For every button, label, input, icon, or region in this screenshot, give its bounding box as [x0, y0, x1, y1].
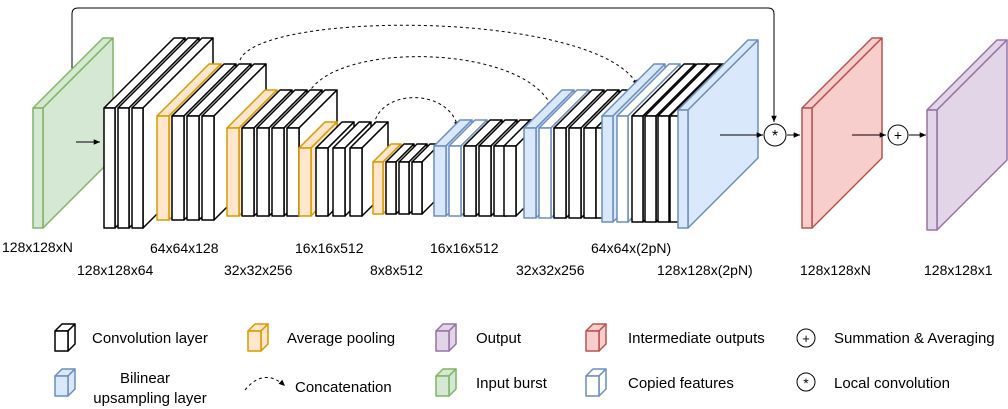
legend-local-conv-label: Local convolution	[834, 375, 950, 392]
legend-pool-label: Average pooling	[287, 330, 395, 347]
legend-input-icon	[435, 368, 457, 397]
legend-conv-icon	[54, 323, 76, 352]
intermediate-intermediate-output-1	[801, 37, 883, 229]
dim-dec3: 32x32x256	[516, 262, 585, 278]
legend-intermediate-icon	[585, 323, 607, 352]
dim-output: 128x128x1	[924, 262, 993, 278]
concat-arc-2	[304, 56, 553, 109]
legend-output-icon	[435, 323, 457, 352]
dim-bottleneck: 8x8x512	[370, 262, 423, 278]
dim-enc3: 32x32x256	[224, 262, 293, 278]
dim-enc2: 64x64x128	[150, 240, 219, 256]
legend-output-label: Output	[476, 330, 522, 347]
svg-text:*: *	[772, 128, 778, 145]
svg-text:+: +	[802, 331, 810, 346]
legend-summation-icon: +	[796, 328, 816, 348]
legend-conv-label: Convolution layer	[92, 330, 208, 347]
dim-enc4: 16x16x512	[295, 240, 364, 256]
legend-local-conv-icon: *	[796, 372, 816, 392]
dim-enc1: 128x128x64	[77, 262, 154, 278]
concat-arc-1	[239, 24, 639, 87]
summation-node: +	[887, 124, 909, 146]
svg-text:+: +	[894, 127, 902, 143]
legend-bilinear-label-1: Bilinear	[120, 370, 170, 387]
concat-arc-3	[373, 97, 460, 129]
legend-concat-label: Concatenation	[295, 379, 392, 396]
skip-connection-line	[71, 7, 777, 122]
legend-bilinear-label-2: upsampling layer	[93, 390, 206, 407]
legend: Convolution layer Average pooling Output…	[54, 323, 995, 407]
legend-pool-icon	[247, 323, 269, 352]
dim-dec2: 64x64x(2pN)	[591, 240, 671, 256]
legend-summation-label: Summation & Averaging	[834, 330, 995, 347]
dec1-upsampling-layer-1	[677, 39, 759, 229]
svg-text:*: *	[803, 375, 809, 391]
dim-dec4: 16x16x512	[430, 240, 499, 256]
legend-concat-icon	[244, 377, 286, 391]
dim-dec1: 128x128x(2pN)	[657, 262, 753, 278]
layer-stack	[32, 37, 1008, 231]
input-input-burst-1	[32, 37, 114, 229]
local-convolution-node: *	[763, 123, 787, 147]
legend-copied-icon	[585, 368, 607, 397]
legend-bilinear-icon	[54, 368, 76, 397]
dim-input: 128x128xN	[2, 239, 73, 255]
legend-intermediate-label: Intermediate outputs	[628, 330, 765, 347]
dim-intermediate: 128x128xN	[800, 262, 871, 278]
legend-input-label: Input burst	[476, 375, 548, 392]
legend-copied-label: Copied features	[628, 375, 734, 392]
final-output-1	[926, 39, 1008, 231]
